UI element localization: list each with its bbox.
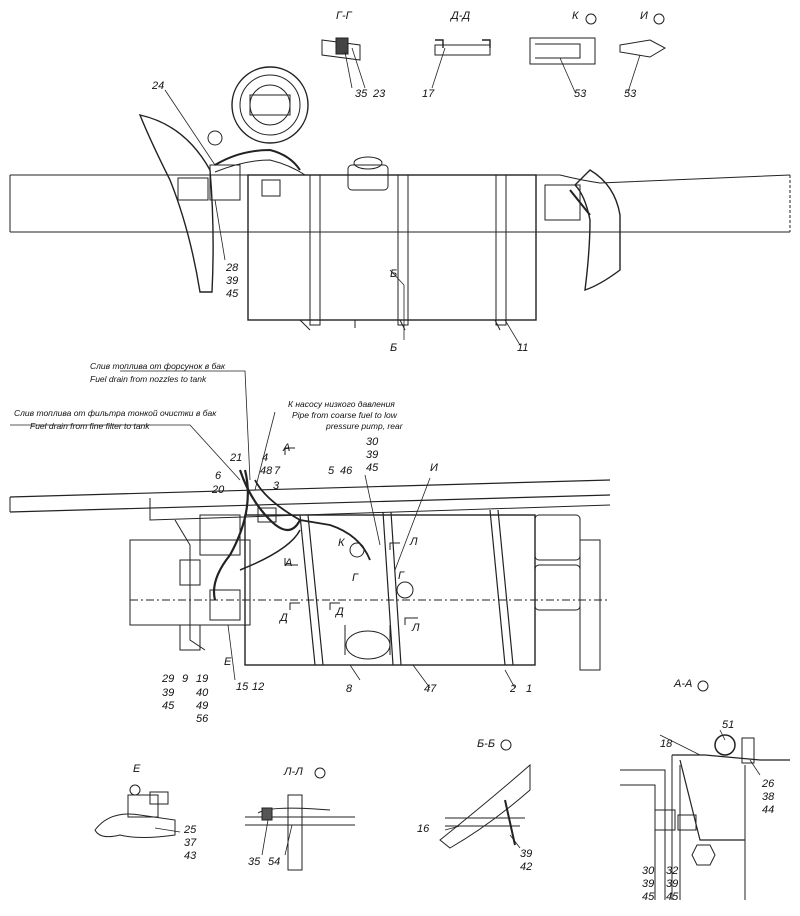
detail-bb [439, 763, 531, 849]
note-filter-ru: Слив топлива от фильтра тонкой очистки в… [14, 408, 217, 418]
detail-gg [321, 37, 366, 89]
leader-lines [10, 89, 521, 689]
section-ll-label: Л-Л [284, 766, 303, 778]
detail-k [529, 37, 596, 93]
callout: Л [412, 622, 420, 634]
section-i-label: И [640, 10, 648, 22]
callout: 9 [182, 673, 189, 685]
callout: Е [224, 656, 232, 668]
detail-aa [620, 729, 790, 900]
callout: 1 [526, 683, 533, 695]
callout: 54 [268, 856, 281, 868]
section-bb-label: Б-Б [477, 738, 495, 750]
callout: 17 [422, 88, 435, 100]
note-pump-en2: pressure pump, rear [326, 421, 403, 431]
callout: Б [390, 268, 398, 280]
callout: 2 [510, 683, 517, 695]
callout: 4 [262, 452, 269, 464]
detail-i [619, 39, 667, 93]
callout: К [338, 537, 345, 549]
callout: Д [336, 606, 344, 618]
detail-dd [431, 39, 491, 89]
detail-e [94, 784, 181, 838]
note-nozzle-ru: Слив топлива от форсунок в бак [90, 361, 226, 371]
callout: 53 [624, 88, 637, 100]
callout: И [430, 462, 438, 474]
callout: 7 [274, 465, 281, 477]
callout: Д [280, 612, 288, 624]
callout: 24 [152, 80, 165, 92]
callout: 29 [162, 673, 175, 685]
callout: 21 [230, 452, 243, 464]
top-view [9, 66, 791, 331]
note-pump-en1: Pipe from coarse fuel to low [292, 410, 397, 420]
note-filter-en: Fuel drain from fine filter to tank [30, 421, 150, 431]
callout: 5 [328, 465, 335, 477]
callout: 16 [417, 823, 430, 835]
detail-ll [245, 794, 355, 871]
section-dd-label: Д-Д [451, 10, 471, 22]
section-gg-label: Г-Г [336, 10, 352, 22]
callout: 53 [574, 88, 587, 100]
callout: 8 [346, 683, 353, 695]
section-e-label: Е [133, 763, 141, 775]
callout: 11 [517, 342, 529, 354]
callout: 20 [212, 484, 225, 496]
callout: Л [410, 536, 418, 548]
callout: 3 [273, 480, 280, 492]
callout: 46 [340, 465, 353, 477]
callout: Г [398, 570, 404, 582]
note-pump-ru: К насосу низкого давления [288, 399, 395, 409]
callout: Б [390, 342, 398, 354]
callout: 32 [666, 865, 679, 877]
section-aa-label: А-А [674, 678, 693, 690]
callout: А [285, 557, 293, 569]
callout: 12 [252, 681, 265, 693]
note-nozzle-en: Fuel drain from nozzles to tank [90, 374, 207, 384]
side-view [9, 447, 611, 671]
callout: 6 [215, 470, 222, 482]
callout: 47 [424, 683, 437, 695]
callout: А [283, 442, 291, 454]
callout: 51 [722, 719, 735, 731]
callout: 18 [660, 738, 673, 750]
callout: 19 [196, 673, 209, 685]
callout: 35 [355, 88, 368, 100]
callout: 23 [373, 88, 386, 100]
callout: 35 [248, 856, 261, 868]
section-k-label: К [572, 10, 579, 22]
callout: 15 [236, 681, 249, 693]
callout: Г [352, 572, 358, 584]
callout: 30 [642, 865, 655, 877]
callout: 48 [260, 465, 273, 477]
